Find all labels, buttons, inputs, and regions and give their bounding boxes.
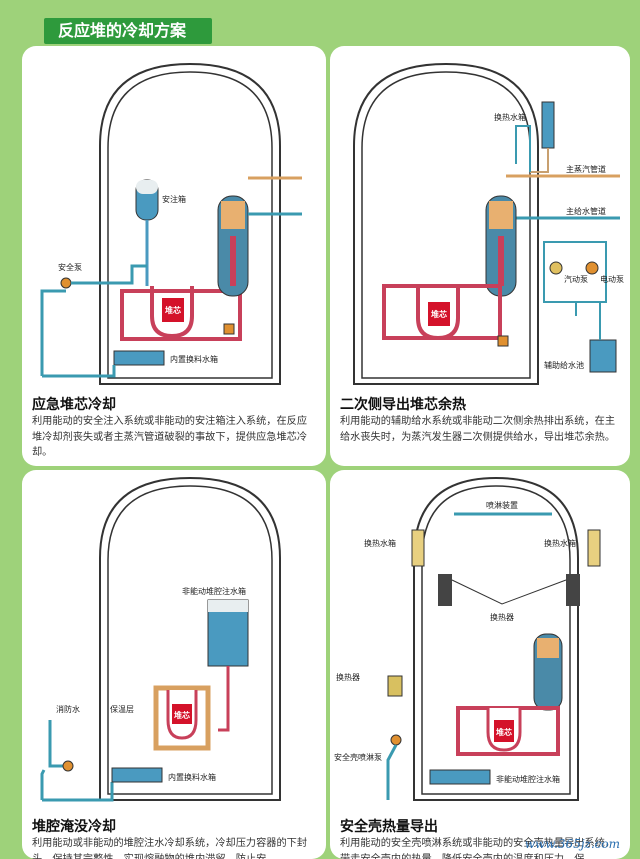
cavity-injection-tank: [429, 769, 491, 785]
pool-label: 非能动堆腔注水箱: [496, 774, 560, 784]
pool-label: 内置换料水箱: [170, 354, 218, 364]
panel-description: 利用能动的辅助给水系统或非能动二次侧余热排出系统，在主给水丧失时，为蒸汽发生器二…: [340, 416, 616, 443]
spray-pump-icon: [390, 734, 402, 746]
panel-description: 利用能动的安全壳喷淋系统或非能动的安全壳热量导出系统，带走安全壳内的热量，降低安…: [340, 838, 616, 859]
motor-pump-icon: [585, 261, 599, 275]
panel-cavity-flooding: 堆芯 非能动堆腔注水箱 保温层 消防水 内置换料水箱 堆腔淹没冷却 利用能动或非…: [22, 470, 326, 859]
panel-description: 利用能动或非能动的堆腔注水冷却系统，冷却压力容器的下封头，保持其完整性，实现熔融…: [32, 838, 308, 859]
heat-exchanger-right: [566, 574, 580, 606]
diagram-emergency-core-cooling: 堆芯 安注箱 安全泵 内置换料水箱: [40, 62, 302, 385]
containment-outline: [353, 62, 539, 385]
fire-water-label: 消防水: [56, 704, 80, 714]
insulation-label: 保温层: [110, 704, 134, 714]
steam-pump-icon: [549, 261, 563, 275]
core-icon: [494, 720, 514, 742]
spray-label: 喷淋装置: [486, 500, 518, 510]
core-label: 堆芯: [165, 305, 181, 315]
aux-feed-pool: [589, 339, 617, 373]
safety-pump-line: [40, 289, 66, 376]
steam-line-label: 主蒸汽管道: [566, 164, 606, 174]
safety-tank-label: 安注箱: [162, 194, 186, 204]
pool-label: 内置换料水箱: [168, 772, 216, 782]
core-label: 堆芯: [496, 727, 512, 737]
panel-secondary-heat-removal: 堆芯 换热水箱 主蒸汽管道 主给水管道 汽动泵 电动泵 辅助给水池 二次侧导出堆…: [330, 46, 630, 466]
containment-outline-inner: [421, 485, 571, 795]
panel-emergency-core-cooling: 堆芯 安注箱 安全泵 内置换料水箱 应急堆芯冷却 利用能动的安全注入系统或非能动…: [22, 46, 326, 466]
hx-tank-left-label: 换热水箱: [364, 538, 396, 548]
watermark: www.365jz.com: [524, 837, 620, 851]
safety-pump-icon: [60, 277, 72, 289]
hx-label: 换热器: [490, 612, 514, 622]
containment-outline: [413, 476, 579, 801]
containment-outline: [99, 62, 281, 385]
fire-water-line: [48, 720, 64, 768]
core-label: 堆芯: [174, 710, 190, 720]
diagram-containment-heat-removal: 堆芯 喷淋装置 换热水箱 换热水箱 换热器 换热器 安全壳喷淋泵 非能动堆腔注水…: [334, 476, 601, 801]
hx-tank-left: [411, 529, 425, 567]
diagram-cavity-flooding: 堆芯 非能动堆腔注水箱 保温层 消防水 内置换料水箱: [40, 476, 281, 802]
spray-pump-label: 安全壳喷淋泵: [334, 752, 382, 762]
reactor-vessel: [416, 286, 460, 341]
core-icon: [428, 302, 450, 326]
containment-outline-inner: [361, 71, 531, 379]
refueling-water-tank: [113, 350, 165, 366]
containment-outline-inner: [107, 71, 273, 379]
primary-loop: [120, 289, 242, 341]
panel-title: 应急堆芯冷却: [32, 397, 116, 413]
panel-description: 利用能动的安全注入系统或非能动的安注箱注入系统，在反应堆冷却剂丧失或者主蒸汽管道…: [32, 416, 308, 458]
motor-pump-label: 电动泵: [600, 274, 624, 284]
hx-tank-right-label: 换热水箱: [544, 538, 576, 548]
hx-side-label: 换热器: [336, 672, 360, 682]
core-label: 堆芯: [431, 309, 447, 319]
page-title: 反应堆的冷却方案: [44, 18, 212, 44]
core-icon: [162, 298, 184, 322]
heat-exchanger-left: [438, 574, 452, 606]
containment-outline-inner: [107, 485, 273, 795]
core-icon: [172, 704, 192, 724]
hx-tank-right: [587, 529, 601, 567]
refueling-water-tank: [111, 767, 163, 783]
steam-pump-label: 汽动泵: [564, 274, 588, 284]
panel-title: 安全壳热量导出: [340, 819, 438, 835]
reactor-vessel: [150, 286, 194, 339]
panel-title: 堆腔淹没冷却: [32, 819, 116, 835]
side-heat-exchanger: [387, 675, 403, 697]
containment-outline: [99, 476, 281, 801]
feed-line-label: 主给水管道: [566, 206, 606, 216]
cavity-tank-label: 非能动堆腔注水箱: [182, 586, 246, 596]
panel-title: 二次侧导出堆芯余热: [340, 397, 466, 413]
panel-containment-heat-removal: 堆芯 喷淋装置 换热水箱 换热水箱 换热器 换热器 安全壳喷淋泵 非能动堆腔注水…: [330, 470, 630, 859]
insulation-layer: [153, 685, 211, 751]
heat-exchanger-tank: [541, 101, 555, 149]
safety-pump-label: 安全泵: [58, 262, 82, 272]
aux-pool-label: 辅助给水池: [544, 360, 584, 370]
hx-tank-label: 换热水箱: [494, 112, 526, 122]
diagram-secondary-heat-removal: 堆芯 换热水箱 主蒸汽管道 主给水管道 汽动泵 电动泵 辅助给水池: [353, 62, 624, 385]
